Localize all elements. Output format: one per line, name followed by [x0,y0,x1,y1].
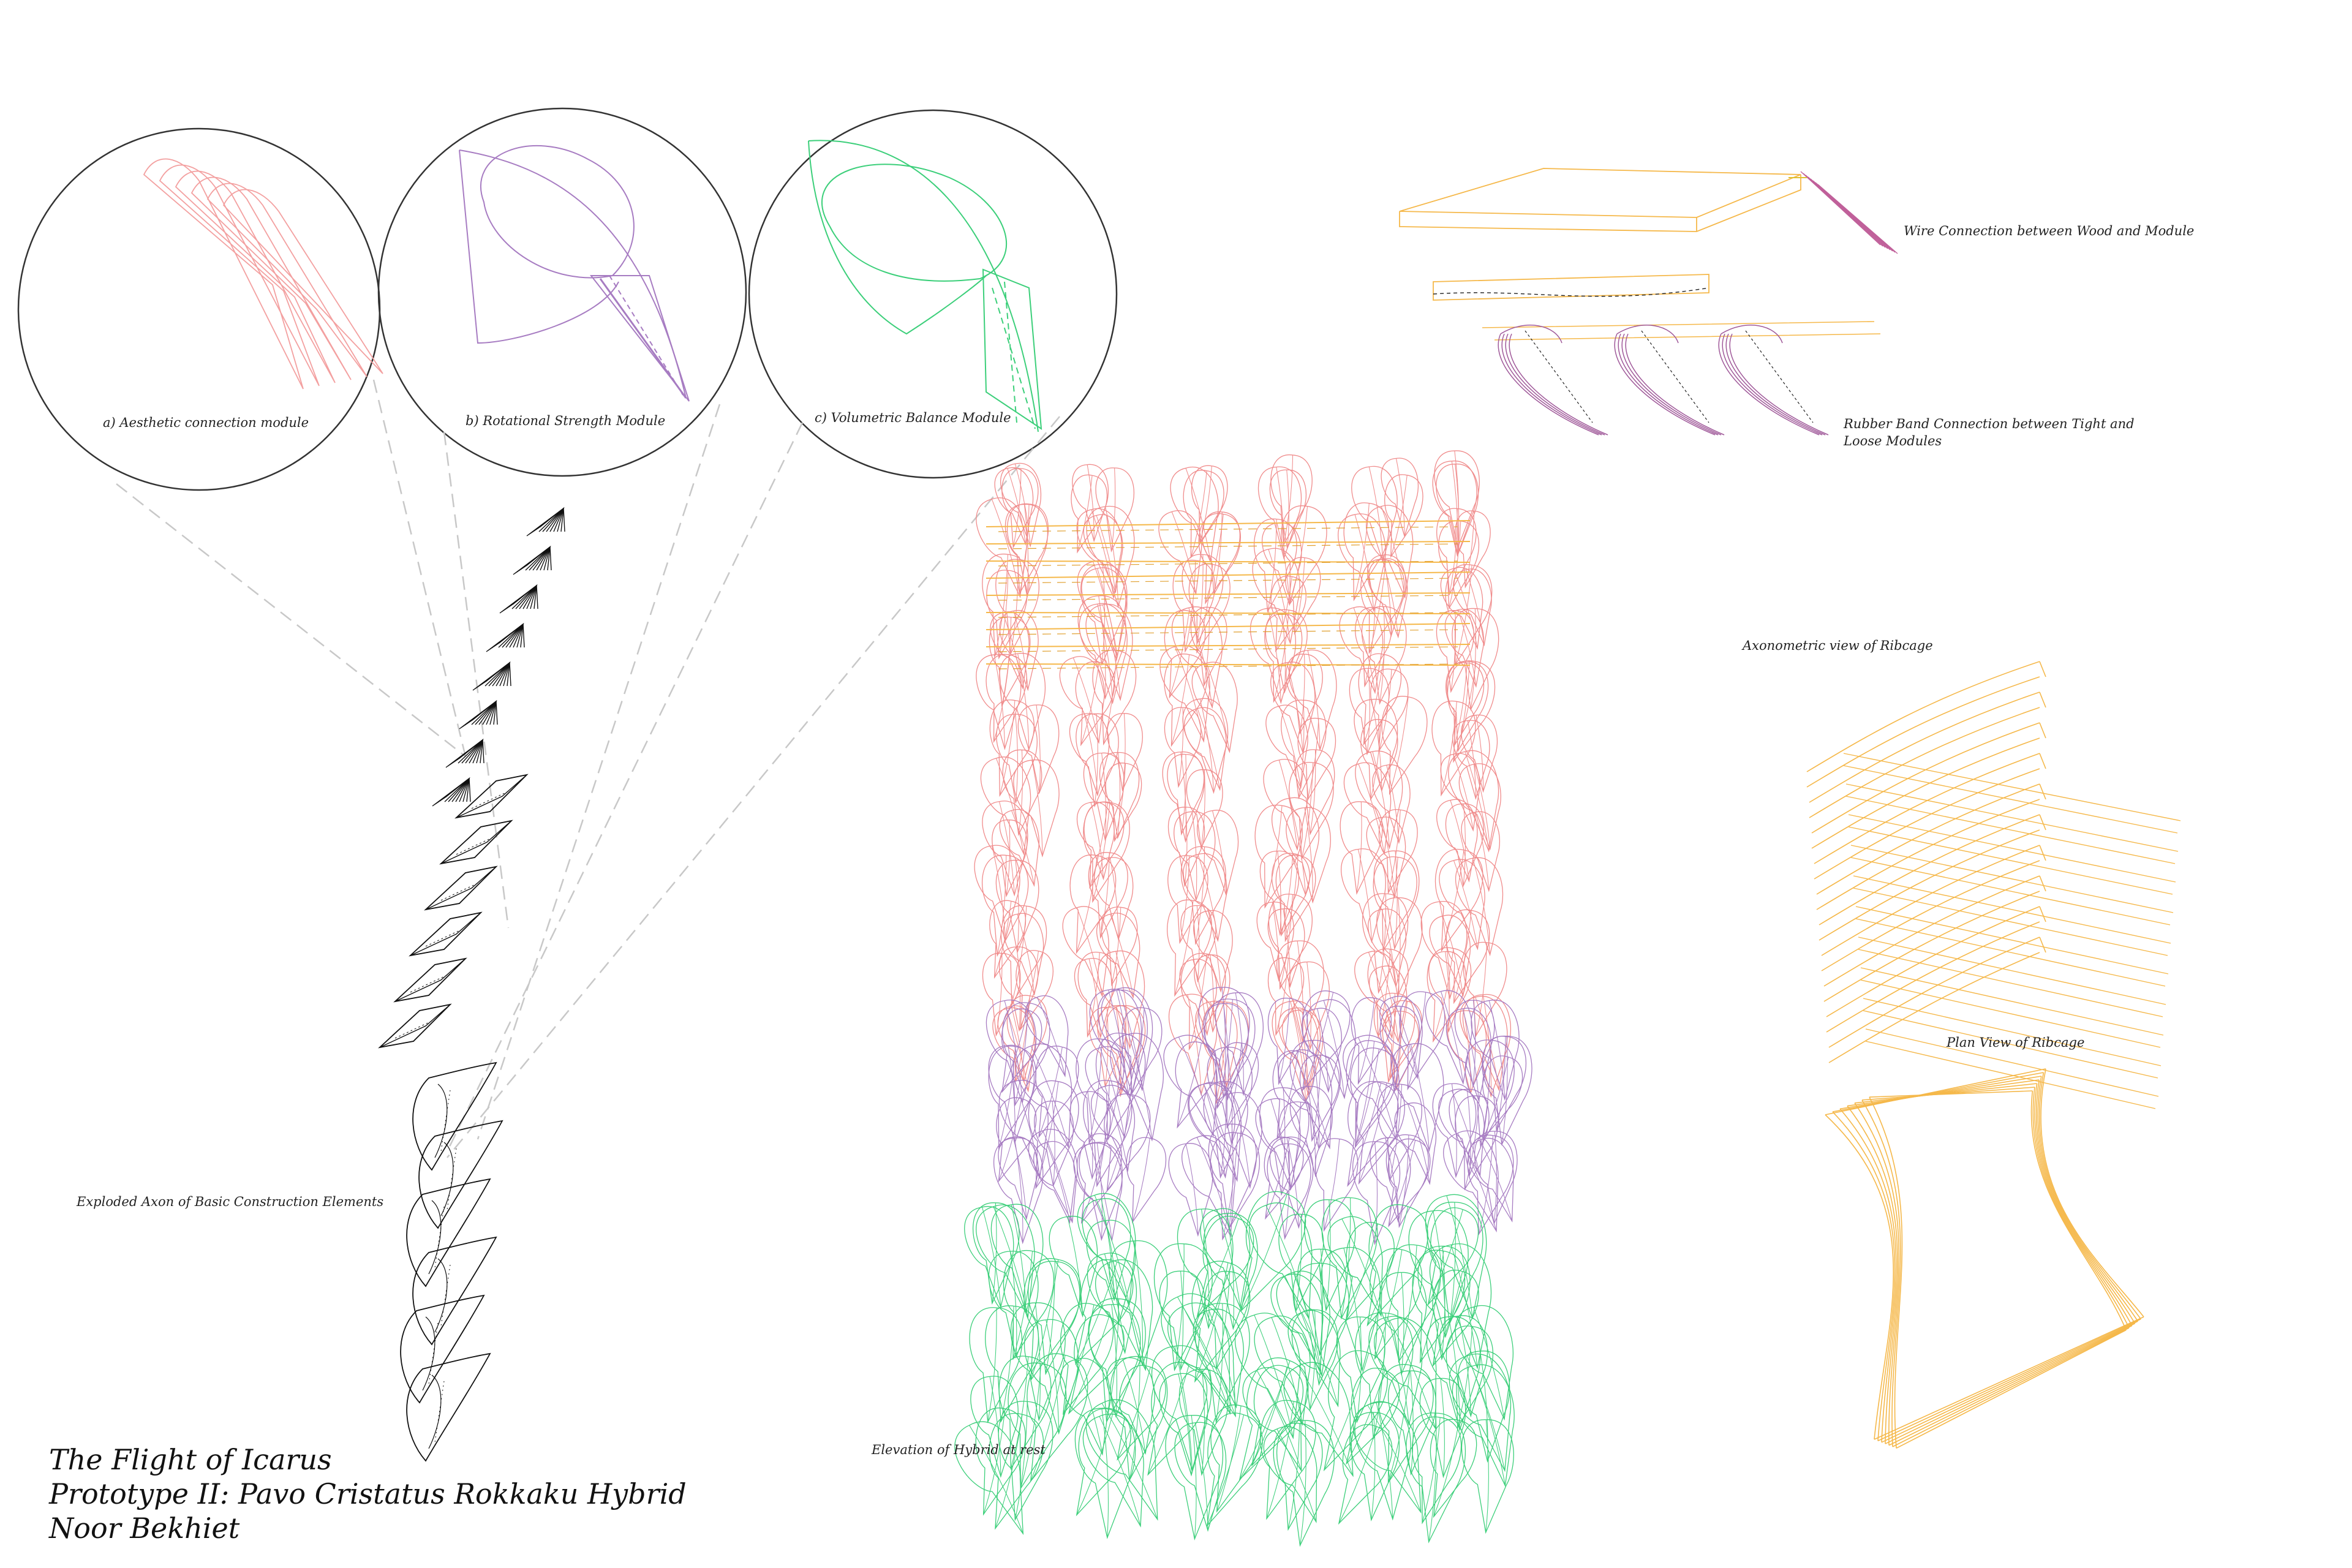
detail-circle-rotational [377,107,747,477]
plan-view-label: Plan View of Ribcage [1947,1035,2085,1050]
aesthetic-module-drawing [143,158,383,390]
elevation-drawing [954,450,1532,1547]
exploded-axon-drawing [378,507,565,1462]
rubber-band-label-line2: Loose Modules [1844,434,1942,448]
rubber-band-label-line1: Rubber Band Connection between Tight and [1844,417,2135,431]
module-label-rotational: b) Rotational Strength Module [466,413,666,428]
author-name: Noor Bekhiet [49,1512,240,1545]
rotational-module-drawing [459,145,690,402]
ribcage-axonometric-drawing [1806,661,2181,1109]
title-line-2: Prototype II: Pavo Cristatus Rokkaku Hyb… [49,1477,687,1510]
ribcage-plan-drawing [1825,1068,2144,1449]
wire-connection-drawing [1399,168,1898,254]
title-line-1: The Flight of Icarus [49,1443,332,1476]
leader-lines [116,379,1060,1158]
module-label-volumetric: c) Volumetric Balance Module [815,410,1011,425]
rubber-band-connection-drawing [1433,274,1881,435]
elevation-label: Elevation of Hybrid at rest [872,1442,1046,1457]
detail-circle-volumetric [748,109,1118,479]
axonometric-label: Axonometric view of Ribcage [1743,638,1933,653]
exploded-axon-label: Exploded Axon of Basic Construction Elem… [77,1194,384,1209]
wire-connection-label: Wire Connection between Wood and Module [1904,224,2195,238]
volumetric-module-drawing [808,140,1042,432]
module-label-aesthetic: a) Aesthetic connection module [103,415,309,430]
